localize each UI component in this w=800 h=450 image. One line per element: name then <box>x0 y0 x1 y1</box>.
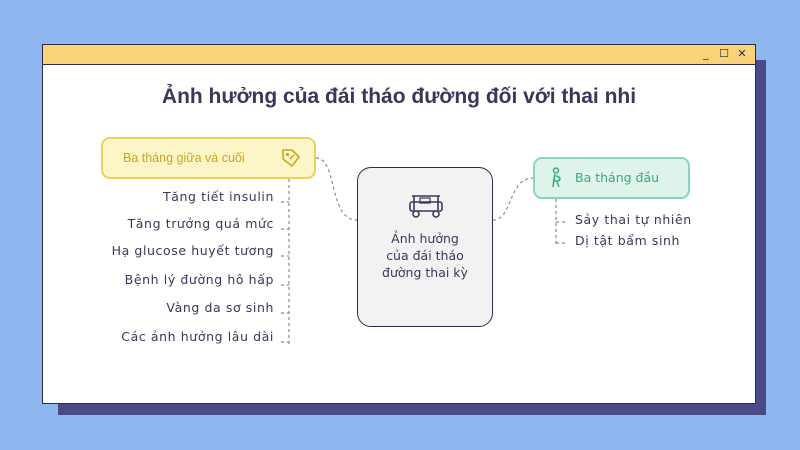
title-bar: _ ☐ ✕ <box>43 45 755 65</box>
list-item: Các ảnh hưởng lâu dài <box>121 329 274 344</box>
center-node: Ảnh hưởng của đái tháo đường thai kỳ <box>357 167 493 327</box>
center-label: Ảnh hưởng của đái tháo đường thai kỳ <box>364 230 486 281</box>
pregnant-person-icon <box>547 167 567 193</box>
tag-icon <box>280 147 302 173</box>
branch-label-trimester-2-3: Ba tháng giữa và cuối <box>123 151 245 165</box>
list-item: Vàng da sơ sinh <box>166 300 274 315</box>
center-label-line-3: đường thai kỳ <box>382 265 468 280</box>
tuk-tuk-icon <box>406 190 446 224</box>
list-item: Tăng tiết insulin <box>163 189 274 204</box>
minimize-button[interactable]: _ <box>703 47 709 60</box>
close-button[interactable]: ✕ <box>737 47 747 60</box>
list-item: Hạ glucose huyết tương <box>111 243 274 258</box>
list-item: Dị tật bẩm sinh <box>575 233 681 248</box>
maximize-button[interactable]: ☐ <box>719 47 729 60</box>
branch-node-trimester-2-3: Ba tháng giữa và cuối <box>101 137 316 179</box>
center-label-line-1: Ảnh hưởng <box>391 231 459 246</box>
app-window: _ ☐ ✕ Ảnh hưởng của đái tháo đường đối v… <box>42 44 756 404</box>
page-title: Ảnh hưởng của đái tháo đường đối với tha… <box>161 85 637 108</box>
connector-lines <box>281 157 568 345</box>
branch-node-trimester-1: Ba tháng đầu <box>533 157 690 199</box>
list-item: Bệnh lý đường hô hấp <box>124 272 274 287</box>
center-label-line-2: của đái tháo <box>386 248 464 263</box>
list-item: Tăng trưởng quá mức <box>127 216 274 231</box>
branch-label-trimester-1: Ba tháng đầu <box>575 170 660 185</box>
list-item: Sảy thai tự nhiên <box>575 212 692 227</box>
